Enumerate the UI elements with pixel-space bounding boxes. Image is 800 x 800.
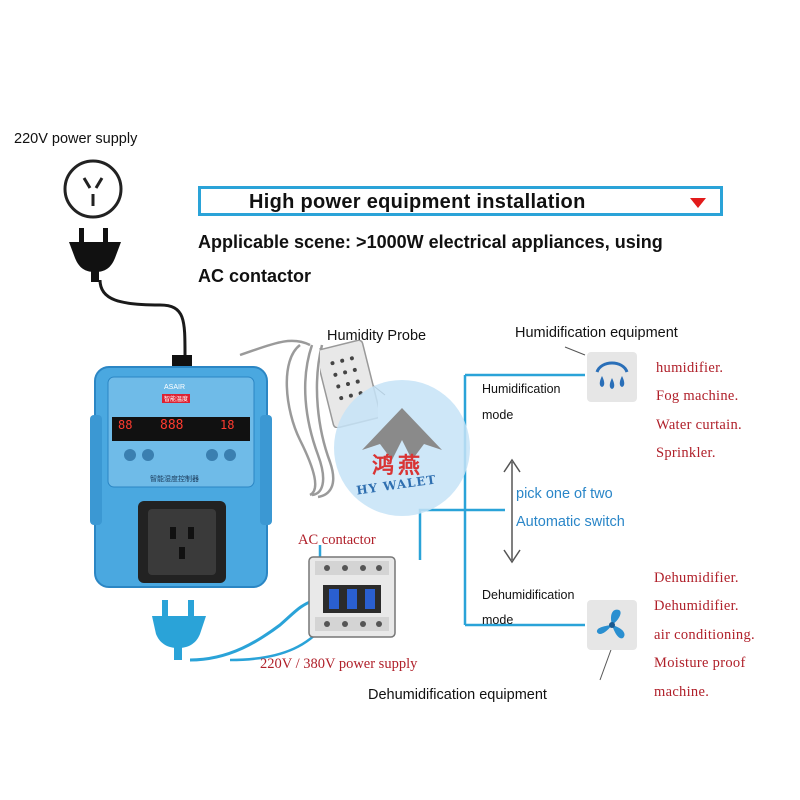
label-ac-contactor: AC contactor	[298, 532, 376, 548]
label-humidification-equipment: Humidification equipment	[515, 325, 678, 341]
fan-icon	[596, 609, 625, 639]
scene-line-2: AC contactor	[198, 266, 312, 286]
humidifier-item: Water curtain.	[656, 417, 742, 433]
humidifier-item: humidifier.	[656, 360, 724, 376]
display-right: 18	[220, 418, 235, 432]
dehumidifier-item: Dehumidifier.	[654, 598, 739, 614]
blue-plug-icon	[152, 600, 206, 660]
label-dehumidification-equipment: Dehumidification equipment	[368, 687, 547, 703]
scene-line-1: Applicable scene: >1000W electrical appl…	[198, 232, 663, 252]
black-plug-icon	[69, 228, 121, 282]
dehumidifier-item: Dehumidifier.	[654, 570, 739, 586]
controller-badge: 智能温度	[162, 394, 191, 403]
label-dehumidification-mode-1: Dehumidification	[482, 588, 575, 602]
top-power-cord	[98, 279, 187, 356]
bottom-power-cord	[189, 598, 316, 662]
display-center: 888	[160, 418, 184, 433]
switch-arrow	[503, 458, 521, 564]
label-humidity-probe: Humidity Probe	[327, 328, 427, 344]
label-power-supply-bottom: 220V / 380V power supply	[260, 656, 418, 672]
water-drops-icon	[595, 361, 629, 389]
label-pick-one: pick one of two	[516, 486, 613, 502]
dehumidifier-item: machine.	[654, 684, 710, 700]
display-left: 88	[118, 418, 133, 432]
wall-socket-icon	[63, 159, 123, 219]
title-banner: High power equipment installation	[198, 186, 723, 216]
humidifier-item: Sprinkler.	[656, 445, 716, 461]
page-title: High power equipment installation	[249, 191, 586, 213]
dehumidifier-item: air conditioning.	[654, 627, 755, 643]
label-power-supply-top: 220V power supply	[14, 131, 138, 147]
label-dehumidification-mode-2: mode	[482, 613, 514, 627]
label-auto-switch: Automatic switch	[516, 514, 625, 530]
controller-brand: ASAIR	[164, 384, 186, 391]
controller-name: 智能湿度控制器	[150, 476, 199, 483]
label-humidification-mode-2: mode	[482, 408, 514, 422]
humidifier-item: Fog machine.	[656, 388, 739, 404]
ac-contactor-icon	[308, 556, 396, 638]
triangle-down-icon	[690, 198, 706, 208]
label-humidification-mode-1: Humidification	[482, 382, 561, 396]
watermark-logo	[334, 380, 470, 516]
mode-bracket	[463, 373, 585, 627]
humidity-controller-device	[90, 355, 272, 588]
dehumidifier-item: Moisture proof	[654, 655, 746, 671]
watermark-chinese: 鸿燕	[372, 453, 425, 479]
humidifier-equipment-box	[587, 352, 637, 402]
